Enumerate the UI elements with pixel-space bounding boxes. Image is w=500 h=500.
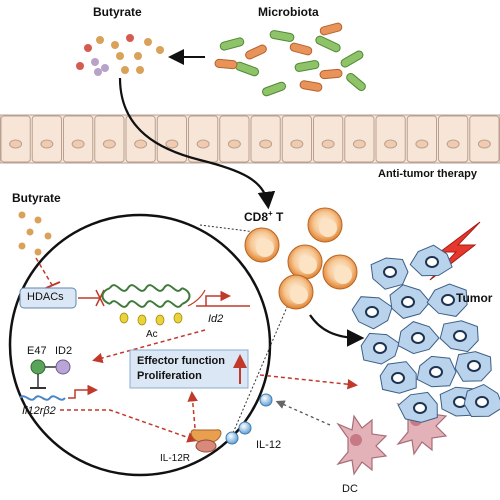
- epithelial-nucleus: [227, 139, 241, 149]
- epithelial-nucleus: [71, 139, 85, 149]
- tumor-cell-nucleus: [401, 296, 415, 308]
- epithelial-nucleus: [446, 139, 460, 149]
- epithelial-nucleus: [9, 139, 23, 149]
- anti-tumor-therapy-label: Anti-tumor therapy: [378, 168, 477, 180]
- cd8-t-label: CD8+ T: [244, 209, 284, 224]
- epithelial-cell: [313, 115, 344, 163]
- id2-gene-label: Id2: [208, 313, 224, 325]
- microbiota-bacteria: [214, 22, 366, 97]
- id2-transcription-arrow: [205, 290, 231, 306]
- epithelial-cell: [156, 115, 187, 163]
- butyrate-top-label: Butyrate: [93, 5, 142, 19]
- epithelial-cell: [0, 115, 31, 163]
- hdacs-box: [19, 287, 77, 309]
- tumor-cell-nucleus: [475, 396, 489, 408]
- intestinal-epithelium: [0, 114, 500, 164]
- epithelial-cell: [31, 115, 62, 163]
- cd8-t-cells: [244, 207, 358, 310]
- effector-function-box: [129, 349, 249, 389]
- il12rb2-gene: [19, 395, 66, 401]
- tcell-to-tumor-arrow: [309, 314, 365, 347]
- tumor-cell-nucleus: [411, 332, 425, 344]
- zoom-line-top: [199, 224, 256, 233]
- dc-to-il12-arrow: [275, 400, 331, 426]
- epithelial-cell: [344, 115, 375, 163]
- epithelial-cell: [281, 115, 312, 163]
- microbiota-label: Microbiota: [258, 5, 319, 19]
- tumor-cell-nucleus: [467, 360, 481, 372]
- effector-function-label: Effector function: [137, 355, 225, 367]
- butyrate-hdac-inhibition: [35, 257, 53, 286]
- il12rb2-label: Il12rβ2: [22, 405, 56, 417]
- epithelial-cell: [188, 115, 219, 163]
- epithelial-nucleus: [40, 139, 54, 149]
- proliferation-label: Proliferation: [137, 370, 202, 382]
- epithelial-cell: [125, 115, 156, 163]
- epithelial-cell: [63, 115, 94, 163]
- dc-label: DC: [342, 483, 358, 495]
- epithelial-nucleus: [477, 139, 491, 149]
- epithelial-nucleus: [321, 139, 335, 149]
- il12-molecule-1: [225, 431, 239, 445]
- epithelial-nucleus: [384, 139, 398, 149]
- il12rb2-to-receptor-arrow: [60, 409, 198, 443]
- id2-to-protein-arrow: [92, 329, 206, 364]
- epithelial-nucleus: [102, 139, 116, 149]
- tumor-cell-nucleus: [425, 256, 439, 268]
- epithelial-nucleus: [415, 139, 429, 149]
- id2-protein: [55, 359, 71, 375]
- e47-protein: [30, 359, 46, 375]
- epithelial-nucleus: [290, 139, 304, 149]
- epithelial-cell: [438, 115, 469, 163]
- butyrate-left-label: Butyrate: [12, 191, 61, 205]
- il12-molecule-3: [259, 393, 273, 407]
- epithelial-cell: [219, 115, 250, 163]
- e47-label: E47: [27, 345, 47, 357]
- tumor-cell-nucleus: [391, 372, 405, 384]
- epithelial-cell: [406, 115, 437, 163]
- tumor-label: Tumor: [456, 291, 493, 305]
- acetyl-marks: [119, 312, 183, 326]
- chromatin-histones: [101, 284, 191, 308]
- hdacs-label: HDACs: [27, 291, 64, 303]
- zoom-line-bottom: [229, 299, 291, 441]
- epithelial-cell: [375, 115, 406, 163]
- epithelial-cell: [469, 115, 500, 163]
- butyrate-molecules-left: [18, 211, 52, 256]
- receptor-to-effector-arrow: [187, 391, 198, 429]
- epithelial-cell: [250, 115, 281, 163]
- il12-label: IL-12: [256, 439, 282, 451]
- tumor-cell-cluster: [351, 244, 500, 423]
- tumor-cell-nucleus: [373, 342, 387, 354]
- effector-to-tumor-arrow: [259, 374, 358, 390]
- il12rb2-transcription-arrow: [68, 384, 98, 399]
- il12r-receptor: [190, 429, 222, 453]
- dendritic-cell-1: [336, 414, 388, 476]
- ac-label: Ac: [146, 329, 158, 340]
- butyrate-to-cd8-arrow: [118, 77, 276, 210]
- id2-protein-label: ID2: [55, 345, 73, 357]
- epithelial-nucleus: [196, 139, 210, 149]
- il12-molecule-2: [238, 421, 252, 435]
- tumor-cell-nucleus: [383, 266, 397, 278]
- tumor-cell-nucleus: [365, 306, 379, 318]
- tumor-cell-nucleus: [429, 366, 443, 378]
- epithelial-nucleus: [259, 139, 273, 149]
- tumor-cell-nucleus: [441, 294, 455, 306]
- epithelial-nucleus: [134, 139, 148, 149]
- butyrate-molecules-top: [76, 34, 164, 76]
- il12r-label: IL-12R: [160, 453, 191, 464]
- epithelial-nucleus: [165, 139, 179, 149]
- epithelial-nucleus: [352, 139, 366, 149]
- tumor-cell-nucleus: [453, 330, 467, 342]
- tumor-cell-nucleus: [413, 402, 427, 414]
- epithelial-cell: [94, 115, 125, 163]
